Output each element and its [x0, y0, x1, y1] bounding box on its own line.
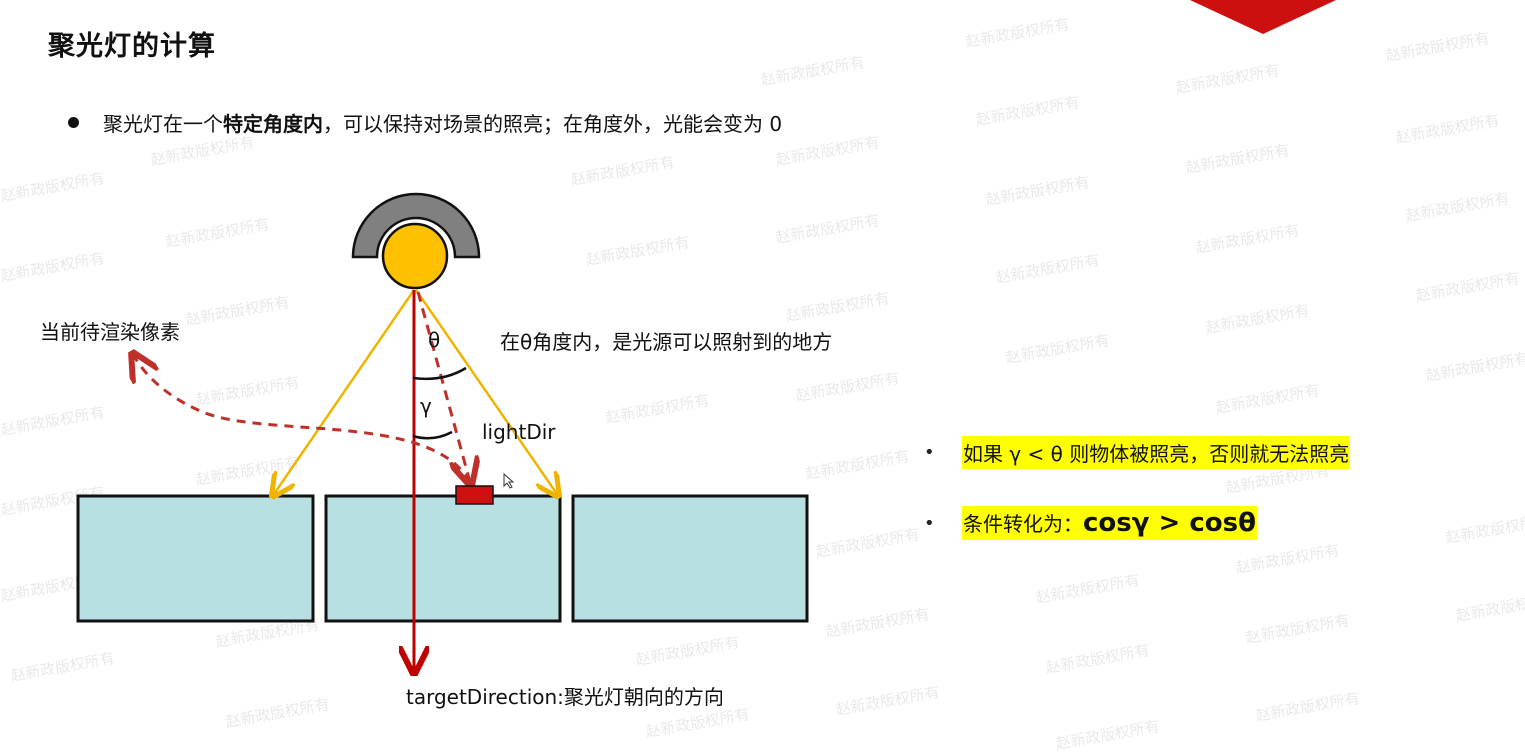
cone-ray-left [274, 289, 416, 494]
page-title: 聚光灯的计算 [48, 31, 216, 62]
cone-ray-right [414, 289, 557, 494]
bullet-dot [68, 117, 79, 128]
pixel-label: 当前待渲染像素 [40, 320, 180, 344]
gamma-arc [412, 430, 453, 440]
condition-row-1: • 如果 γ < θ 则物体被照亮，否则就无法照亮 [924, 436, 1351, 469]
lamp-bulb [381, 222, 449, 290]
lamp-shade [351, 192, 481, 259]
condition-bullet: • [924, 512, 935, 534]
condition-text-2: 条件转化为：cosγ > cosθ [962, 506, 1257, 540]
intro-bullet: 聚光灯在一个特定角度内，可以保持对场景的照亮；在角度外，光能会变为 0 [68, 108, 782, 137]
condition-row-2: • 条件转化为：cosγ > cosθ [924, 506, 1257, 540]
theta-label: θ [428, 328, 441, 352]
pixel-pointer-curve [134, 356, 472, 483]
intro-text: 聚光灯在一个特定角度内，可以保持对场景的照亮；在角度外，光能会变为 0 [103, 112, 783, 136]
condition-bullet: • [924, 442, 935, 463]
gamma-label: γ [420, 394, 432, 418]
surface-middle [324, 494, 562, 623]
current-pixel [455, 485, 494, 505]
surface-left [76, 494, 315, 623]
theta-region-label: 在θ角度内，是光源可以照射到的地方 [500, 330, 833, 354]
corner-decoration [1190, 0, 1336, 34]
light-dir-arrow [416, 291, 470, 482]
light-dir-label: lightDir [482, 420, 556, 444]
theta-arc [412, 366, 467, 381]
condition-text-1: 如果 γ < θ 则物体被照亮，否则就无法照亮 [962, 436, 1351, 469]
target-direction-label: targetDirection:聚光灯朝向的方向 [406, 685, 724, 709]
cursor-icon [503, 472, 515, 489]
condition-formula: cosγ > cosθ [1083, 508, 1256, 538]
surface-right [571, 494, 809, 623]
